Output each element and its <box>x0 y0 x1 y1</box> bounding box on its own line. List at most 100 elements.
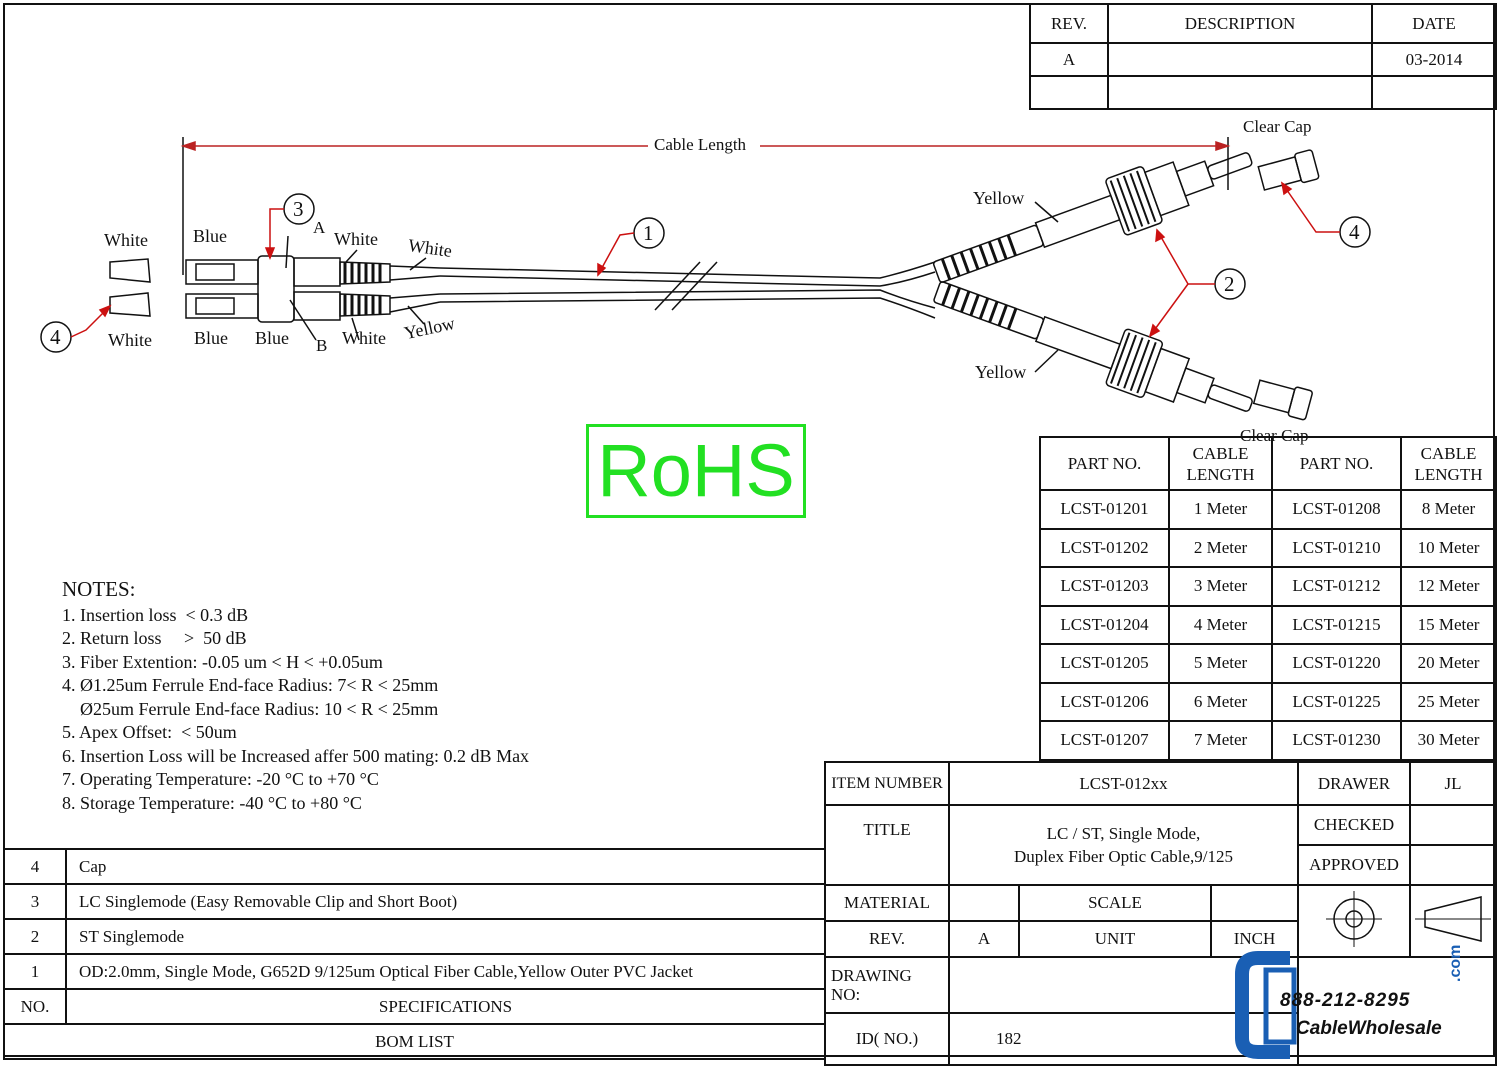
callout-3: 3 <box>293 197 304 221</box>
blue-top-label: Blue <box>193 226 227 246</box>
callout-1: 1 <box>643 221 654 245</box>
cable-length-cell: 6 Meter <box>1168 681 1273 722</box>
bom-spec-cell: ST Singlemode <box>65 918 826 955</box>
item-number-label: ITEM NUMBER <box>824 761 950 806</box>
part-no-cell: LCST-01210 <box>1271 527 1402 568</box>
note-item: 5. Apex Offset: < 50um <box>62 722 237 742</box>
bom-spec-header: SPECIFICATIONS <box>65 988 826 1025</box>
note-item: Ø25um Ferrule End-face Radius: 10 < R < … <box>62 698 439 719</box>
bom-no-cell: 1 <box>3 953 67 990</box>
part-no-cell: LCST-01230 <box>1271 720 1402 761</box>
part-no-cell: LCST-01202 <box>1039 527 1170 568</box>
rev-value: A <box>948 920 1020 958</box>
notes: NOTES: 1. Insertion loss < 0.3 dB 2. Ret… <box>62 577 530 815</box>
description-header: DESCRIPTION <box>1107 3 1373 44</box>
bom-no-cell: 4 <box>3 848 67 885</box>
part-no-cell: LCST-01201 <box>1039 489 1170 530</box>
st-connector-top <box>932 152 1253 283</box>
part-no-cell: LCST-01220 <box>1271 643 1402 684</box>
drawer-label: DRAWER <box>1297 761 1411 806</box>
part-no-header: PART NO. <box>1271 436 1402 491</box>
label-b: B <box>316 336 328 355</box>
note-item: 6. Insertion Loss will be Increased affe… <box>62 745 530 766</box>
cable-length-cell: 3 Meter <box>1168 566 1273 607</box>
callout-4-right: 4 <box>1349 220 1360 244</box>
blue-bottom-right-label: Blue <box>255 328 289 348</box>
cable-length-header: CABLE LENGTH <box>1400 436 1497 491</box>
material-label: MATERIAL <box>824 884 950 922</box>
cable-length-cell: 20 Meter <box>1400 643 1497 684</box>
cable-bottom-lower <box>439 297 936 319</box>
white-cap-top-label: White <box>104 230 148 250</box>
unit-label: UNIT <box>1018 920 1212 958</box>
logo-name: CableWholesale <box>1296 1018 1442 1039</box>
note-item: 2. Return loss > 50 dB <box>62 628 247 648</box>
callout-2: 2 <box>1224 272 1235 296</box>
label-a: A <box>313 218 326 237</box>
revision-table: REV. DESCRIPTION DATE A 03-2014 <box>1029 3 1497 110</box>
checked-value <box>1409 804 1497 846</box>
cable-top-lower <box>439 271 936 287</box>
rev-label: REV. <box>824 920 950 958</box>
drawing-no-label: DRAWING NO: <box>824 956 950 1014</box>
title-line-1: LC / ST, Single Mode, <box>1046 824 1201 843</box>
scale-label: SCALE <box>1018 884 1212 922</box>
white-boot-bottom-label: White <box>342 328 386 348</box>
part-no-cell: LCST-01208 <box>1271 489 1402 530</box>
approved-label: APPROVED <box>1297 844 1411 886</box>
bom-spec-cell: OD:2.0mm, Single Mode, G652D 9/125um Opt… <box>65 953 826 990</box>
part-no-cell: LCST-01215 <box>1271 604 1402 645</box>
title-label: TITLE <box>824 804 950 886</box>
drawer-value: JL <box>1409 761 1497 806</box>
rev-empty <box>1029 75 1109 110</box>
date-header: DATE <box>1371 3 1497 44</box>
lc-body-top <box>293 257 341 287</box>
date-value: 03-2014 <box>1371 42 1497 77</box>
cable-bottom-upper <box>439 289 936 309</box>
bom-no-header: NO. <box>3 988 67 1025</box>
st-connector-bottom <box>933 281 1253 412</box>
note-item: 8. Storage Temperature: -40 °C to +80 °C <box>62 792 362 813</box>
title-line-2: Duplex Fiber Optic Cable,9/125 <box>1013 847 1234 866</box>
part-no-header: PART NO. <box>1039 436 1170 491</box>
bom-no-cell: 2 <box>3 918 67 955</box>
part-no-cell: LCST-01207 <box>1039 720 1170 761</box>
bom-spec-cell: LC Singlemode (Easy Removable Clip and S… <box>65 883 826 920</box>
date-empty <box>1371 75 1497 110</box>
cable-length-cell: 30 Meter <box>1400 720 1497 761</box>
clear-cap-top-label: Clear Cap <box>1243 117 1312 136</box>
cable-length-cell: 15 Meter <box>1400 604 1497 645</box>
white-cap-top <box>109 258 151 283</box>
part-no-cell: LCST-01205 <box>1039 643 1170 684</box>
rohs-mark: RoHS <box>586 424 806 518</box>
description-empty <box>1107 75 1373 110</box>
bom-list-footer: BOM LIST <box>3 1023 826 1060</box>
clear-cap-bottom <box>1252 379 1313 421</box>
title-block: ITEM NUMBER LCST-012xx DRAWER JL TITLE L… <box>824 761 1497 1066</box>
note-item: 7. Operating Temperature: -20 °C to +70 … <box>62 769 379 789</box>
part-no-cell: LCST-01225 <box>1271 681 1402 722</box>
description-value <box>1107 42 1373 77</box>
cable-length-cell: 4 Meter <box>1168 604 1273 645</box>
projection-symbol-circle <box>1297 884 1411 958</box>
cable-length-cell: 5 Meter <box>1168 643 1273 684</box>
blue-bottom-left-label: Blue <box>194 328 228 348</box>
white-cap-bottom <box>109 292 151 317</box>
notes-title: NOTES: <box>62 577 136 601</box>
drawing-no-value <box>948 956 1299 1014</box>
id-value: 182 <box>948 1012 1299 1066</box>
part-number-table: PART NO. CABLE LENGTH PART NO. CABLE LEN… <box>1039 436 1497 761</box>
note-item: 1. Insertion loss < 0.3 dB <box>62 604 249 625</box>
break-mark-2 <box>671 261 718 311</box>
yellow-bottom-label: Yellow <box>975 362 1027 382</box>
checked-label: CHECKED <box>1297 804 1411 846</box>
logo-phone: 888-212-8295 <box>1280 990 1411 1011</box>
cable-length-cell: 7 Meter <box>1168 720 1273 761</box>
logo-cell <box>1297 956 1497 1066</box>
